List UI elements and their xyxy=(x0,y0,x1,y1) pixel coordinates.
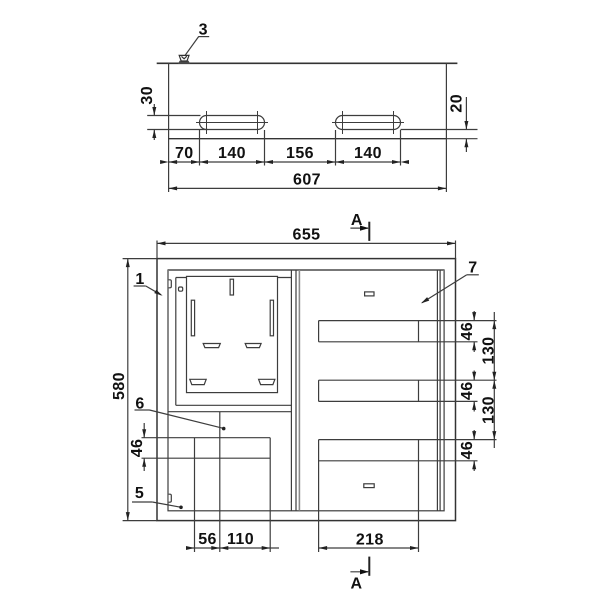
svg-text:655: 655 xyxy=(293,226,321,243)
svg-text:5: 5 xyxy=(135,485,144,502)
svg-text:7: 7 xyxy=(468,260,477,277)
svg-text:20: 20 xyxy=(449,94,466,113)
svg-text:156: 156 xyxy=(286,145,314,162)
svg-text:140: 140 xyxy=(218,145,246,162)
svg-text:3: 3 xyxy=(199,22,208,39)
svg-text:A: A xyxy=(351,576,363,593)
svg-text:130: 130 xyxy=(481,396,498,424)
svg-text:46: 46 xyxy=(459,441,476,460)
svg-text:218: 218 xyxy=(356,532,384,549)
svg-text:A: A xyxy=(351,212,363,229)
svg-text:70: 70 xyxy=(175,145,194,162)
svg-text:6: 6 xyxy=(135,396,144,413)
svg-text:46: 46 xyxy=(129,439,146,458)
svg-text:56: 56 xyxy=(198,531,217,548)
svg-text:46: 46 xyxy=(459,322,476,341)
svg-text:46: 46 xyxy=(459,381,476,400)
svg-text:1: 1 xyxy=(135,271,144,288)
svg-text:607: 607 xyxy=(293,172,321,189)
svg-text:580: 580 xyxy=(111,372,128,400)
svg-text:110: 110 xyxy=(227,531,254,548)
svg-text:130: 130 xyxy=(481,337,498,365)
svg-text:30: 30 xyxy=(139,86,156,105)
svg-text:140: 140 xyxy=(354,145,382,162)
